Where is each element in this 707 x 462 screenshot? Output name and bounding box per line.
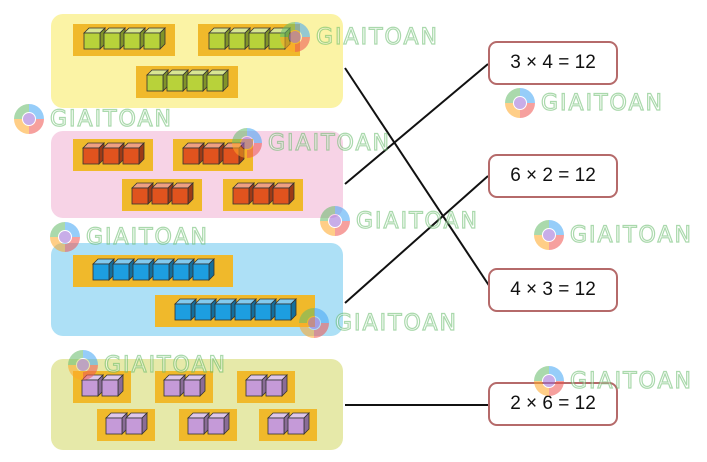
cube: [273, 298, 297, 321]
cube: [264, 374, 288, 397]
cube: [205, 69, 229, 92]
equation-card-3x4[interactable]: 3 × 4 = 12: [488, 41, 618, 85]
cube: [124, 412, 148, 435]
match-line: [344, 63, 489, 185]
cube: [100, 374, 124, 397]
cube: [182, 374, 206, 397]
cube: [170, 182, 194, 205]
group-panel-4[interactable]: [51, 359, 343, 450]
cube-strip: [73, 139, 153, 171]
cube-strip: [155, 295, 315, 327]
cube-strip: [155, 371, 213, 403]
cube: [191, 258, 215, 281]
cube: [185, 69, 209, 92]
cube: [206, 412, 230, 435]
cube-strip: [73, 255, 233, 287]
cube: [271, 182, 295, 205]
cube: [81, 142, 105, 165]
cube: [286, 412, 310, 435]
group-panel-3[interactable]: [51, 243, 343, 336]
match-line: [344, 175, 489, 304]
equation-card-2x6[interactable]: 2 × 6 = 12: [488, 382, 618, 426]
equation-card-6x2[interactable]: 6 × 2 = 12: [488, 154, 618, 198]
cube-strip: [179, 409, 237, 441]
cube: [186, 412, 210, 435]
equation-text: 3 × 4 = 12: [510, 52, 596, 73]
cube: [121, 142, 145, 165]
cube-strip: [136, 66, 238, 98]
cube: [244, 374, 268, 397]
cube: [102, 27, 126, 50]
cube: [142, 27, 166, 50]
equation-text: 2 × 6 = 12: [510, 393, 596, 414]
cube: [111, 258, 135, 281]
cube-strip: [122, 179, 202, 211]
cube-strip: [259, 409, 317, 441]
match-line: [344, 67, 491, 288]
cube-strip: [97, 409, 155, 441]
equation-text: 6 × 2 = 12: [510, 165, 596, 186]
cube: [101, 142, 125, 165]
group-panel-2[interactable]: [51, 131, 343, 218]
cube-strip: [73, 24, 175, 56]
cube-strip: [237, 371, 295, 403]
cube-strip: [223, 179, 303, 211]
cube: [91, 258, 115, 281]
equation-card-4x3[interactable]: 4 × 3 = 12: [488, 268, 618, 312]
equation-text: 4 × 3 = 12: [510, 279, 596, 300]
cube: [233, 298, 257, 321]
